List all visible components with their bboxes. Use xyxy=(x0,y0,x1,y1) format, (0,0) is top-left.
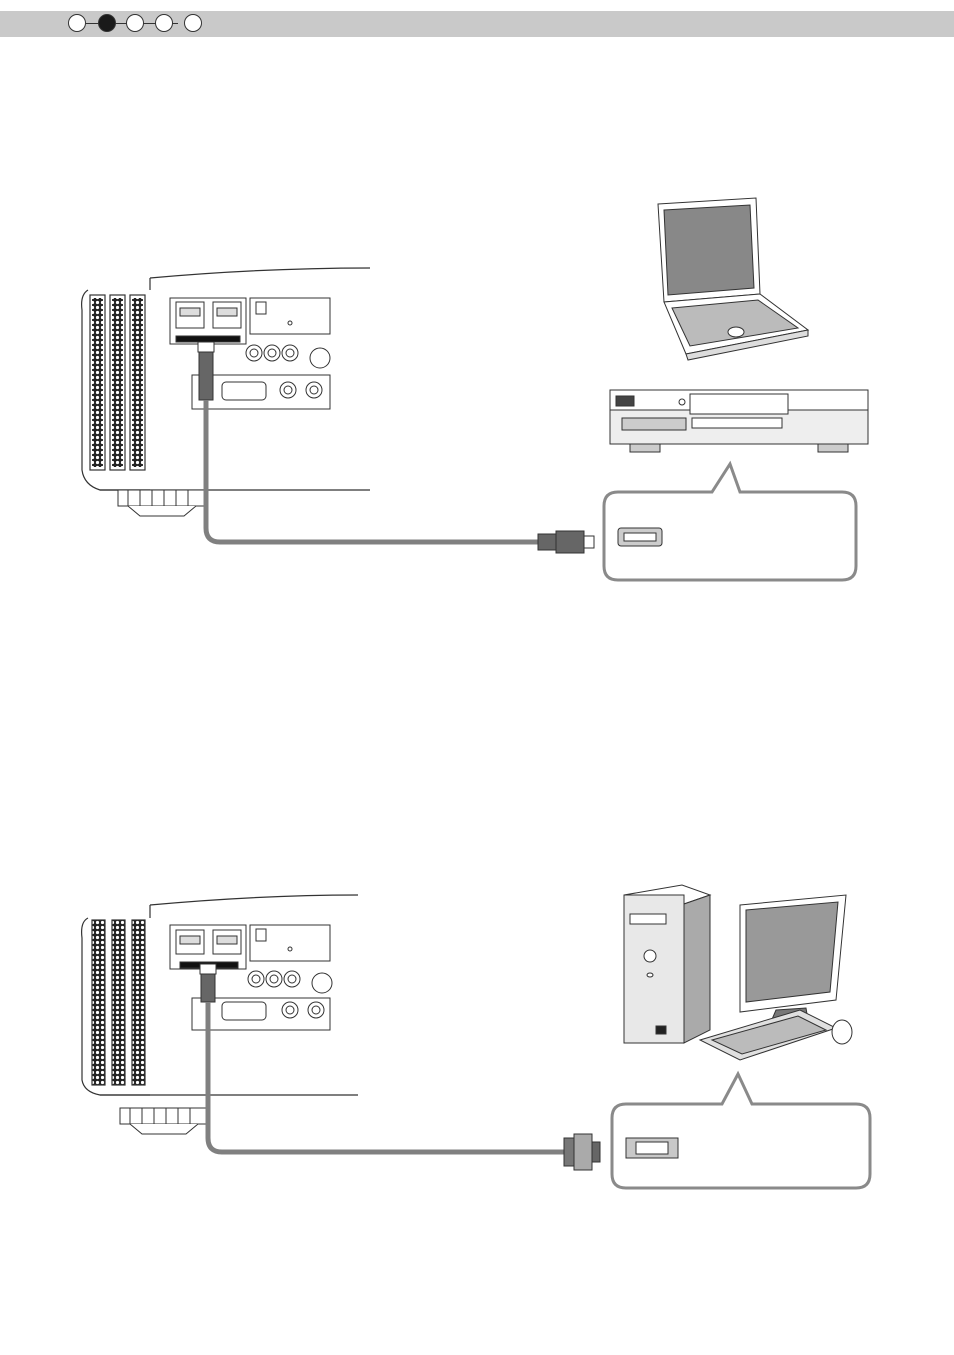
hdmi-callout xyxy=(604,464,856,580)
dvi-callout xyxy=(612,1074,870,1188)
vent-pattern xyxy=(92,298,143,467)
desktop-pc-icon xyxy=(624,885,852,1060)
bd-recorder-icon xyxy=(610,390,868,452)
laptop-icon xyxy=(658,198,808,360)
dvi-cable xyxy=(200,964,600,1170)
hdmi-cable xyxy=(198,342,594,553)
terminal-panel xyxy=(170,925,332,1030)
terminal-panel xyxy=(170,298,330,409)
dvi-connection-figure xyxy=(0,880,954,1200)
step-2-dot xyxy=(98,14,116,32)
projector-foot xyxy=(118,490,204,516)
projector-foot xyxy=(120,1108,206,1134)
hdmi-connection-figure xyxy=(0,190,954,590)
step-5-dot xyxy=(184,14,202,32)
step-4-dot xyxy=(155,14,173,32)
step-3-dot xyxy=(126,14,144,32)
step-1-dot xyxy=(68,14,86,32)
